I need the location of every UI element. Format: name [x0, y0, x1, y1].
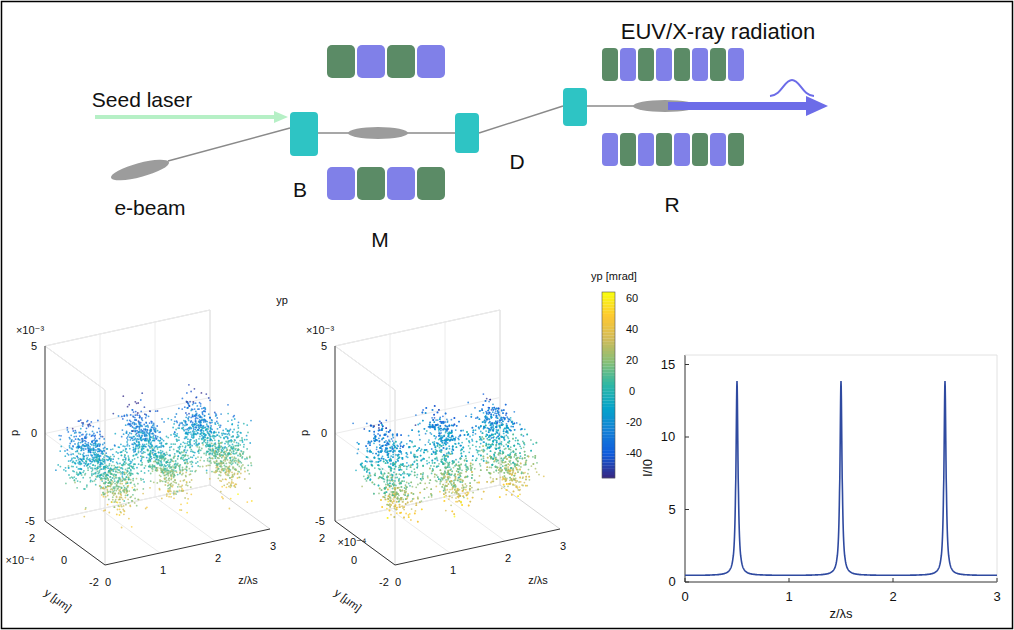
- figure-page: {"diagram": {"labels": ["EUV/X-ray radia…: [0, 0, 1014, 630]
